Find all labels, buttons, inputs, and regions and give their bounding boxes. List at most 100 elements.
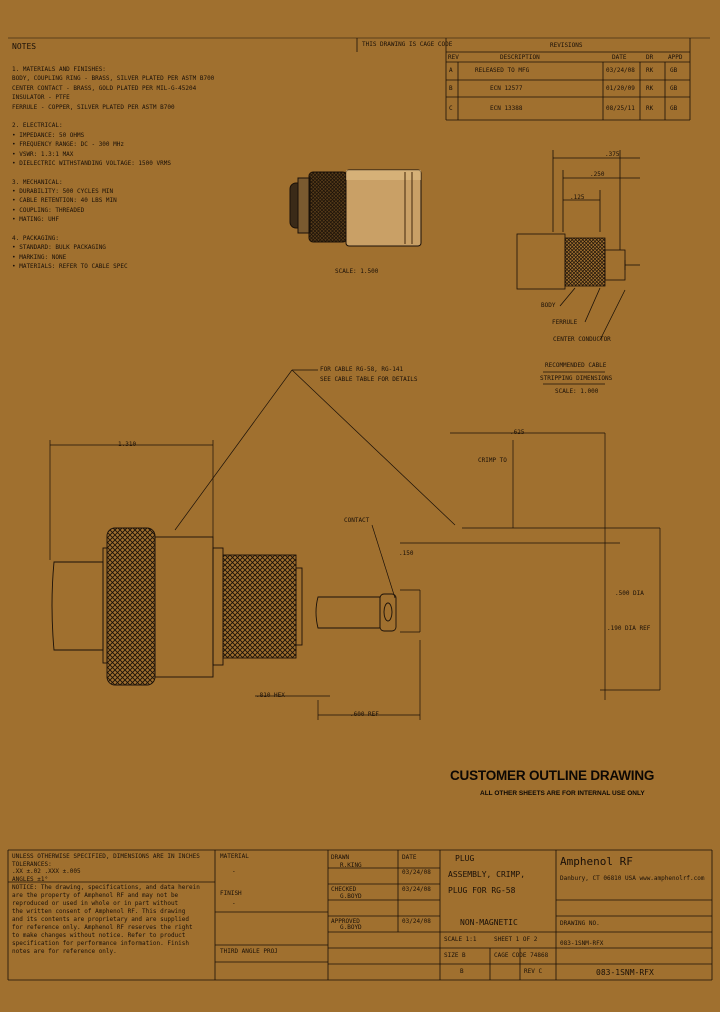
dim-right-low: .190 DIA REF [607,625,651,632]
legal-line: are the property of Amphenol RF and may … [12,892,179,899]
rev-header-dr: DR [646,54,654,61]
note-line: CENTER CONTACT - BRASS, GOLD PLATED PER … [12,84,197,92]
date-approved: 03/24/08 [402,918,431,925]
approved-label: APPROVED [331,918,360,925]
rev-header-desc: DESCRIPTION [500,54,540,61]
callout-cable: FOR CABLE RG-58, RG-141 [320,366,404,373]
detail-dim-low: .125 [570,194,585,201]
date-drawn: 03/24/08 [402,869,431,876]
rev-header-date: DATE [612,54,627,61]
detail-label-ferrule: FERRULE [552,319,578,326]
rev-row-b-date: 01/20/09 [606,85,635,92]
detail-label-center: CENTER CONDUCTOR [553,336,611,343]
date-label: DATE [402,854,417,861]
detail-caption-2: STRIPPING DIMENSIONS [540,375,613,382]
tolerance-line: UNLESS OTHERWISE SPECIFIED, DIMENSIONS A… [12,853,200,860]
drawing-no-label: DRAWING NO. [560,920,600,927]
contact-label: CONTACT [344,517,370,524]
desc-line-1: PLUG [455,854,475,863]
rev-label: REV C [524,968,543,975]
note-line: 4. PACKAGING: [12,235,59,243]
detail-dim-mid: .250 [590,171,605,178]
desc-line-2: ASSEMBLY, CRIMP, [448,870,526,879]
rev-row-b-desc: ECN 12577 [490,85,523,92]
note-line: • COUPLING: THREADED [12,206,85,214]
rev-row-c-appd: GB [670,105,678,112]
note-line: 1. MATERIALS AND FINISHES: [12,66,106,73]
dim-right-label: CRIMP TO [478,457,507,464]
legal-line: to make changes without notice. Refer to… [12,932,186,939]
note-line [12,226,214,235]
note-line: • STANDARD: BULK PACKAGING [12,244,106,252]
legal-line: NOTICE: The drawing, specifications, and… [12,884,200,891]
cage-code: CAGE CODE 74868 [494,952,549,959]
rev-header-rev: REV [448,54,459,61]
legal-line: specification for performance informatio… [12,940,190,947]
company-name: Amphenol RF [560,855,633,868]
legal-line: reproduced or used in whole or in part w… [12,900,179,907]
material-value: - [232,868,236,875]
drawn-value: R.KING [340,862,362,869]
note-line: BODY, COUPLING RING - BRASS, SILVER PLAT… [12,75,215,83]
stripping-detail [516,150,640,385]
approved-value: G.BOYD [340,924,362,931]
finish-label: FINISH [220,890,242,897]
note-line: • IMPEDANCE: 50 OHMS [12,131,85,139]
rev-row-b-dr: RK [646,85,654,92]
legal-notice: NOTICE: The drawing, specifications, and… [12,884,200,956]
tolerance-line: ANGLES ±1° [12,875,49,883]
callout-cable-2: SEE CABLE TABLE FOR DETAILS [320,376,418,383]
rev-row-a-date: 03/24/08 [606,67,635,74]
note-line: INSULATOR - PTFE [12,94,70,102]
size-label: SIZE B [444,952,466,959]
material-label: MATERIAL [220,853,249,860]
note-line: 2. ELECTRICAL: [12,122,63,130]
dim-right-top: .625 [510,429,525,436]
notes-list: 1. MATERIALS AND FINISHES: BODY, COUPLIN… [12,66,214,273]
dim-contact: .150 [399,550,414,557]
desc-line-3: PLUG FOR RG-58 [448,886,516,895]
third-angle-label: THIRD ANGLE PROJ [220,948,278,955]
note-line: • MARKING: NONE [12,253,67,261]
title-block-lines [7,849,713,981]
rev-row-c-desc: ECN 13388 [490,105,523,112]
tolerances-block: UNLESS OTHERWISE SPECIFIED, DIMENSIONS A… [12,853,200,883]
product-photo [289,169,422,247]
rev-header-appd: APPD [668,54,683,61]
note-line: FERRULE - COPPER, SILVER PLATED PER ASTM… [12,103,175,111]
note-line [12,113,214,122]
part-number: 083-1SNM-RFX [596,968,654,977]
rev-row-a-dr: RK [646,67,654,74]
photo-scale: SCALE: 1.500 [335,268,379,275]
note-line: • VSWR: 1.3:1 MAX [12,150,74,158]
rev-row-c-rev: C [449,105,453,112]
tolerance-line: .XX ±.02 .XXX ±.005 [12,868,81,875]
detail-caption-3: SCALE: 1.000 [555,388,599,395]
checked-label: CHECKED [331,886,357,893]
dim-right-mid: .500 DIA [615,590,644,597]
note-line: • CABLE RETENTION: 40 LBS MIN [12,197,117,205]
note-line: • DIELECTRIC WITHSTANDING VOLTAGE: 1500 … [12,159,171,167]
dimension-lines [49,369,661,720]
detail-label-body: BODY [541,302,556,309]
note-line: 3. MECHANICAL: [12,178,63,186]
tolerance-line: TOLERANCES: [12,860,52,868]
detail-caption-1: RECOMMENDED CABLE [545,362,607,369]
rev-row-c-date: 08/25/11 [606,105,635,112]
connector-side-view [51,527,397,686]
rev-row-b-rev: B [449,85,453,92]
revisions-title: REVISIONS [550,42,583,49]
note-line: • MATERIALS: REFER TO CABLE SPEC [12,263,128,271]
rev-row-b-appd: GB [670,85,678,92]
checked-value: G.BOYD [340,893,362,900]
note-line [12,169,214,178]
dim-hex: .810 HEX [256,692,285,699]
rev-row-a-rev: A [449,67,453,74]
legal-line: the written consent of Amphenol RF. This… [12,908,186,915]
customer-outline-title: CUSTOMER OUTLINE DRAWING [450,768,655,783]
note-line: • MATING: UHF [12,216,59,224]
legal-line: notes are for reference only. [12,948,117,955]
rev-row-a-appd: GB [670,67,678,74]
rev-row-a-desc: RELEASED TO MFG [475,67,530,74]
